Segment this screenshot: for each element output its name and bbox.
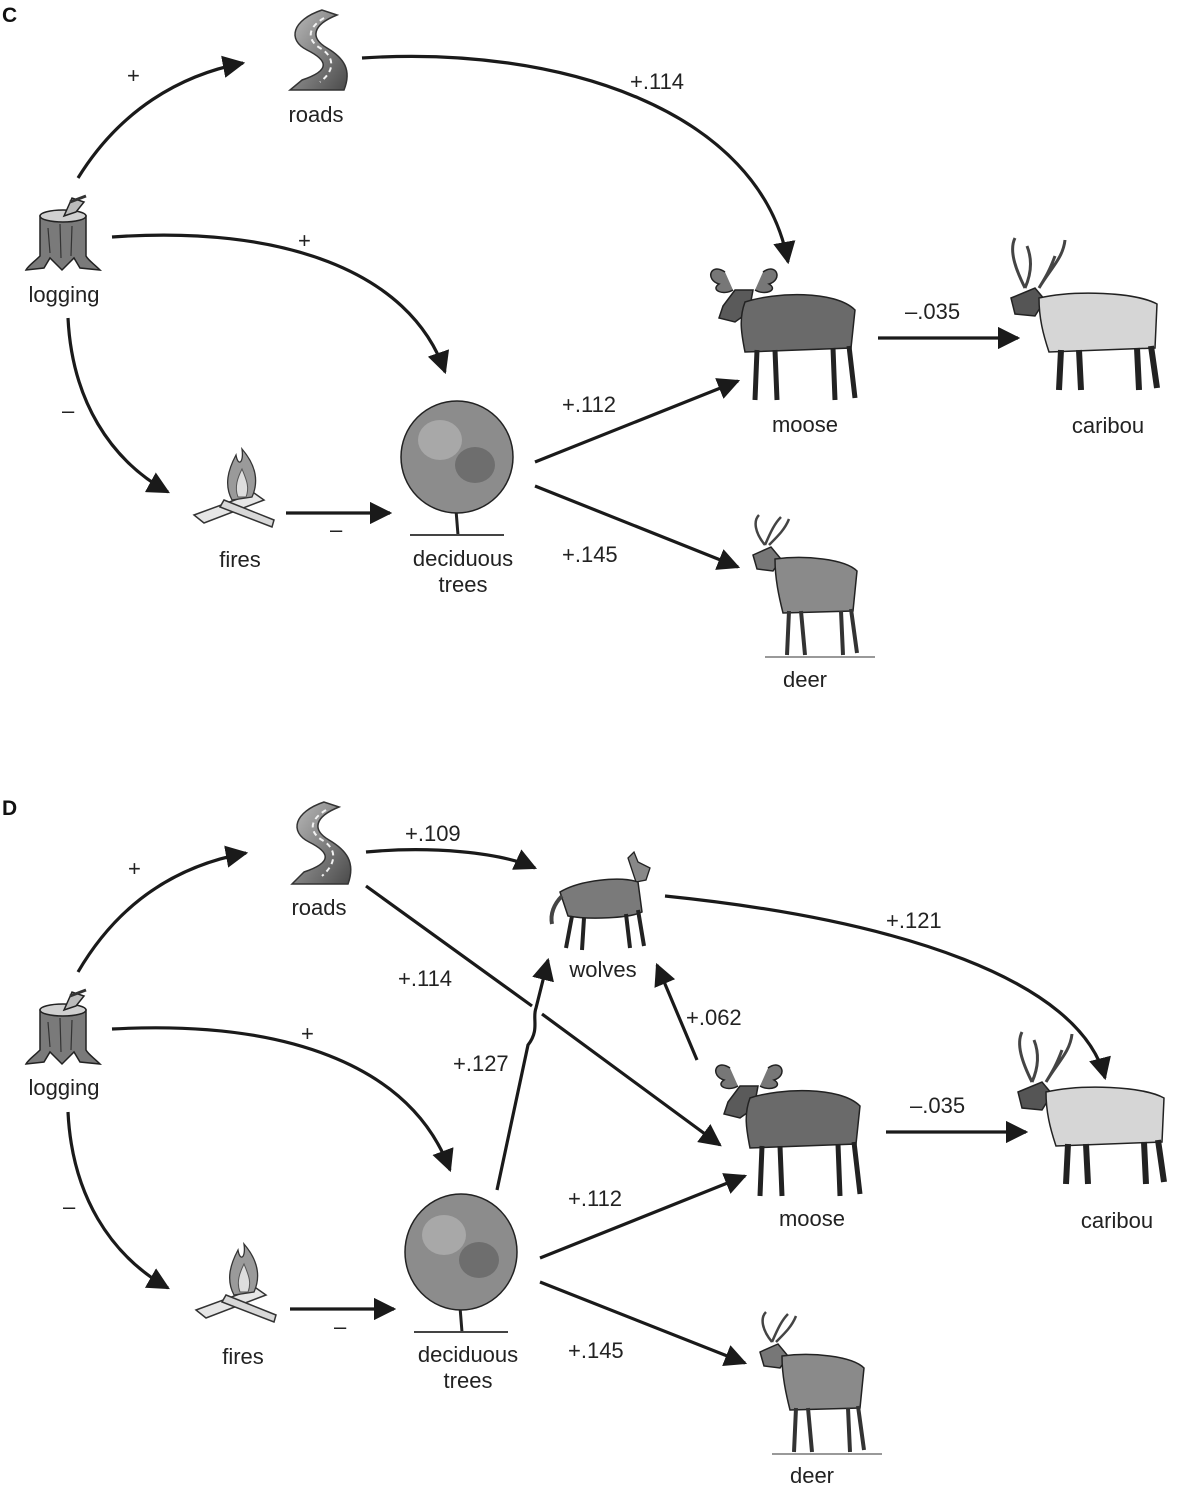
node-label-logging: logging xyxy=(29,282,100,307)
campfire-icon xyxy=(192,446,275,528)
edges xyxy=(66,54,1021,570)
edge-logging-fires xyxy=(66,317,170,494)
edge-labels: + +.114 + – – +.112 +.145 –.035 xyxy=(62,63,960,567)
node-deer: deer xyxy=(752,514,875,692)
edge-label-roads-moose: +.114 xyxy=(398,966,452,991)
edge-trees-moose xyxy=(539,1173,748,1260)
edge-label-roads-wolves: +.109 xyxy=(405,821,461,846)
node-label-moose: moose xyxy=(772,412,838,437)
node-roads: roads xyxy=(287,9,348,127)
edge-label-logging-fires: – xyxy=(62,398,75,423)
edge-label-trees-deer: +.145 xyxy=(568,1338,624,1363)
caribou-icon xyxy=(1017,1031,1167,1185)
edge-logging-fires xyxy=(66,1111,170,1290)
node-label-deer: deer xyxy=(783,667,827,692)
edge-label-trees-wolves: +.127 xyxy=(453,1051,509,1076)
deciduous-tree-icon xyxy=(404,1193,518,1333)
node-logging: logging xyxy=(24,988,103,1100)
deer-icon xyxy=(752,514,875,658)
edge-trees-deer xyxy=(534,484,741,570)
node-label-caribou: caribou xyxy=(1072,413,1144,438)
edge-label-logging-trees: + xyxy=(301,1021,314,1046)
edge-trees-wolves xyxy=(495,957,554,1191)
node-moose: moose xyxy=(715,1064,863,1231)
node-label-trees-line2: trees xyxy=(444,1368,493,1393)
campfire-icon xyxy=(194,1241,277,1323)
tree-stump-with-axe-icon xyxy=(24,988,103,1066)
edge-logging-roads xyxy=(76,55,246,179)
edge-label-moose-caribou: –.035 xyxy=(905,299,960,324)
tree-stump-with-axe-icon xyxy=(24,194,103,272)
edge-label-moose-caribou: –.035 xyxy=(910,1093,965,1118)
node-label-trees-line1: deciduous xyxy=(418,1342,518,1367)
node-fires: fires xyxy=(194,1241,277,1369)
wolf-icon xyxy=(549,850,651,951)
node-deciduous-trees: deciduous trees xyxy=(400,400,514,597)
node-deciduous-trees: deciduous trees xyxy=(404,1193,518,1393)
edge-trees-moose xyxy=(534,378,741,464)
node-label-fires: fires xyxy=(222,1344,264,1369)
edge-label-trees-deer: +.145 xyxy=(562,542,618,567)
edge-label-logging-roads: + xyxy=(127,63,140,88)
node-caribou: caribou xyxy=(1017,1031,1167,1233)
edge-label-fires-trees: – xyxy=(334,1314,347,1339)
node-roads: roads xyxy=(290,801,352,920)
deciduous-tree-icon xyxy=(400,400,514,536)
edge-label-logging-trees: + xyxy=(298,228,311,253)
edge-moose-wolves xyxy=(654,962,699,1061)
node-caribou: caribou xyxy=(1010,237,1160,438)
edge-roads-wolves xyxy=(365,848,538,870)
edge-label-logging-fires: – xyxy=(63,1194,76,1219)
edge-trees-deer xyxy=(539,1280,748,1367)
edge-logging-trees xyxy=(111,1026,454,1173)
edge-label-trees-moose: +.112 xyxy=(562,392,616,417)
panel-d: D + +.109 +.114 +.121 +.062 +.127 + – xyxy=(2,797,1167,1486)
edge-label-fires-trees: – xyxy=(330,517,343,542)
node-label-trees-line2: trees xyxy=(439,572,488,597)
edge-roads-moose xyxy=(361,54,796,265)
panel-c: C + +.114 + – – +.112 +.145 –.035 xyxy=(2,4,1160,692)
winding-road-icon xyxy=(287,9,348,91)
node-fires: fires xyxy=(192,446,275,572)
deer-icon xyxy=(759,1311,882,1455)
node-label-moose: moose xyxy=(779,1206,845,1231)
edge-label-moose-wolves: +.062 xyxy=(686,1005,742,1030)
edge-label-logging-roads: + xyxy=(128,856,141,881)
winding-road-icon xyxy=(290,801,352,885)
node-label-wolves: wolves xyxy=(568,957,636,982)
node-label-logging: logging xyxy=(29,1075,100,1100)
node-label-fires: fires xyxy=(219,547,261,572)
panel-label: D xyxy=(2,797,17,820)
node-label-roads: roads xyxy=(288,102,343,127)
node-logging: logging xyxy=(24,194,103,307)
edge-logging-roads xyxy=(76,845,249,973)
node-deer: deer xyxy=(759,1311,882,1486)
edge-label-wolves-caribou: +.121 xyxy=(886,908,942,933)
edges xyxy=(66,845,1111,1367)
panel-label: C xyxy=(2,4,17,27)
node-label-deer: deer xyxy=(790,1463,834,1486)
node-label-caribou: caribou xyxy=(1081,1208,1153,1233)
node-wolves: wolves xyxy=(549,850,651,982)
edge-roads-moose xyxy=(365,884,720,1145)
edge-logging-trees xyxy=(111,233,450,375)
edge-labels: + +.109 +.114 +.121 +.062 +.127 + – – +.… xyxy=(63,821,965,1363)
edge-label-roads-moose: +.114 xyxy=(630,69,684,94)
node-label-trees-line1: deciduous xyxy=(413,546,513,571)
edge-wolves-caribou xyxy=(664,894,1111,1081)
edge-label-trees-moose: +.112 xyxy=(568,1186,622,1211)
node-label-roads: roads xyxy=(291,895,346,920)
moose-icon xyxy=(710,268,858,401)
caribou-icon xyxy=(1010,237,1160,391)
moose-icon xyxy=(715,1064,863,1197)
node-moose: moose xyxy=(710,268,858,437)
